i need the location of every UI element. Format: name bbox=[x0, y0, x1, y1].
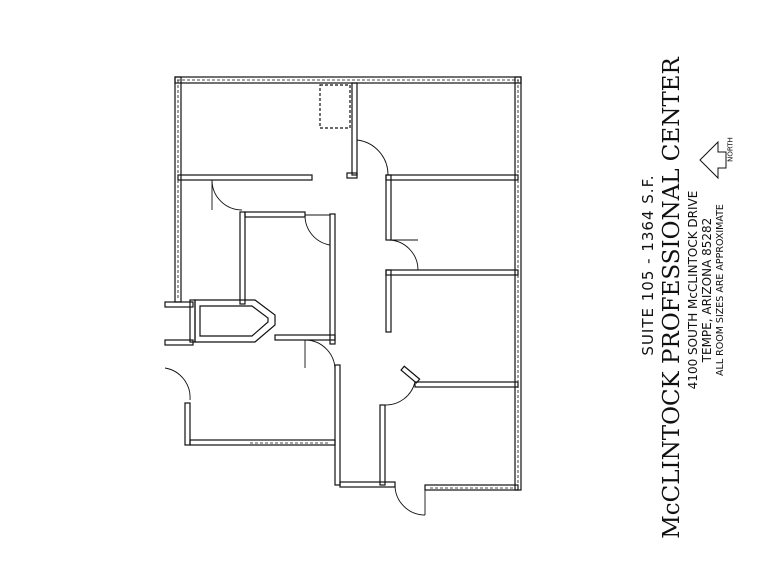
north-label: NORTH bbox=[726, 137, 735, 162]
exterior-walls bbox=[174, 76, 522, 491]
suite-label: SUITE 105 - 1364 S.F. bbox=[639, 174, 657, 356]
interior-walls bbox=[164, 82, 519, 491]
door-swings bbox=[164, 139, 426, 516]
north-arrow-icon bbox=[699, 140, 727, 180]
city-state-zip: TEMPE, ARIZONA 85282 bbox=[700, 217, 714, 363]
address: 4100 SOUTH McCLINTOCK DRIVE bbox=[686, 190, 700, 390]
building-title: McCLINTOCK PROFESSIONAL CENTER bbox=[659, 57, 685, 539]
disclaimer-note: ALL ROOM SIZES ARE APPROXIMATE bbox=[715, 204, 726, 376]
